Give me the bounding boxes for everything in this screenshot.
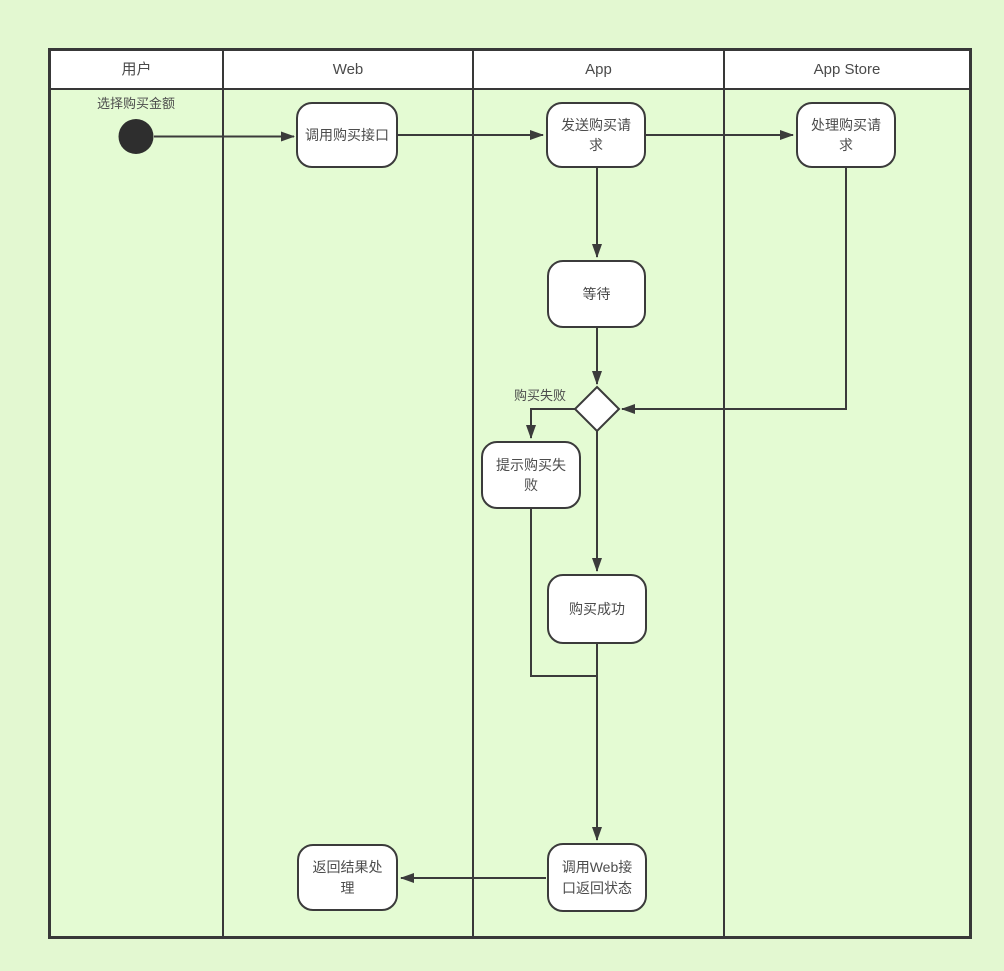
activity-handle-purchase-request: 处理购买请求 — [796, 102, 896, 168]
decision-branch-label: 购买失败 — [513, 388, 566, 403]
edge-handle-request-to-decision — [621, 168, 847, 414]
activity-purchase-success: 购买成功 — [547, 574, 647, 644]
lane-header-row: 用户 Web App App Store — [51, 51, 969, 90]
activity-prompt-purchase-failed: 提示购买失败 — [481, 441, 581, 509]
start-node — [118, 119, 154, 154]
edge-decision-to-prompt-failed — [526, 408, 576, 439]
edge-prompt-failed-merge — [530, 509, 598, 677]
activity-wait: 等待 — [547, 260, 646, 328]
lane-divider-1 — [222, 51, 224, 936]
activity-call-purchase-api: 调用购买接口 — [296, 102, 398, 168]
decision-diamond — [573, 385, 621, 433]
lane-label-user: 用户 — [121, 61, 152, 78]
activity-call-web-api-return-status: 调用Web接口返回状态 — [547, 843, 647, 912]
start-node-caption: 选择购买金额 — [96, 96, 175, 111]
lane-label-app-store: App Store — [813, 61, 881, 78]
lane-divider-3 — [723, 51, 725, 936]
activity-return-result-processing: 返回结果处理 — [297, 844, 398, 911]
lane-divider-2 — [472, 51, 474, 936]
activity-send-purchase-request: 发送购买请求 — [546, 102, 646, 168]
lane-label-app: App — [585, 61, 612, 78]
lane-label-web: Web — [332, 61, 364, 78]
